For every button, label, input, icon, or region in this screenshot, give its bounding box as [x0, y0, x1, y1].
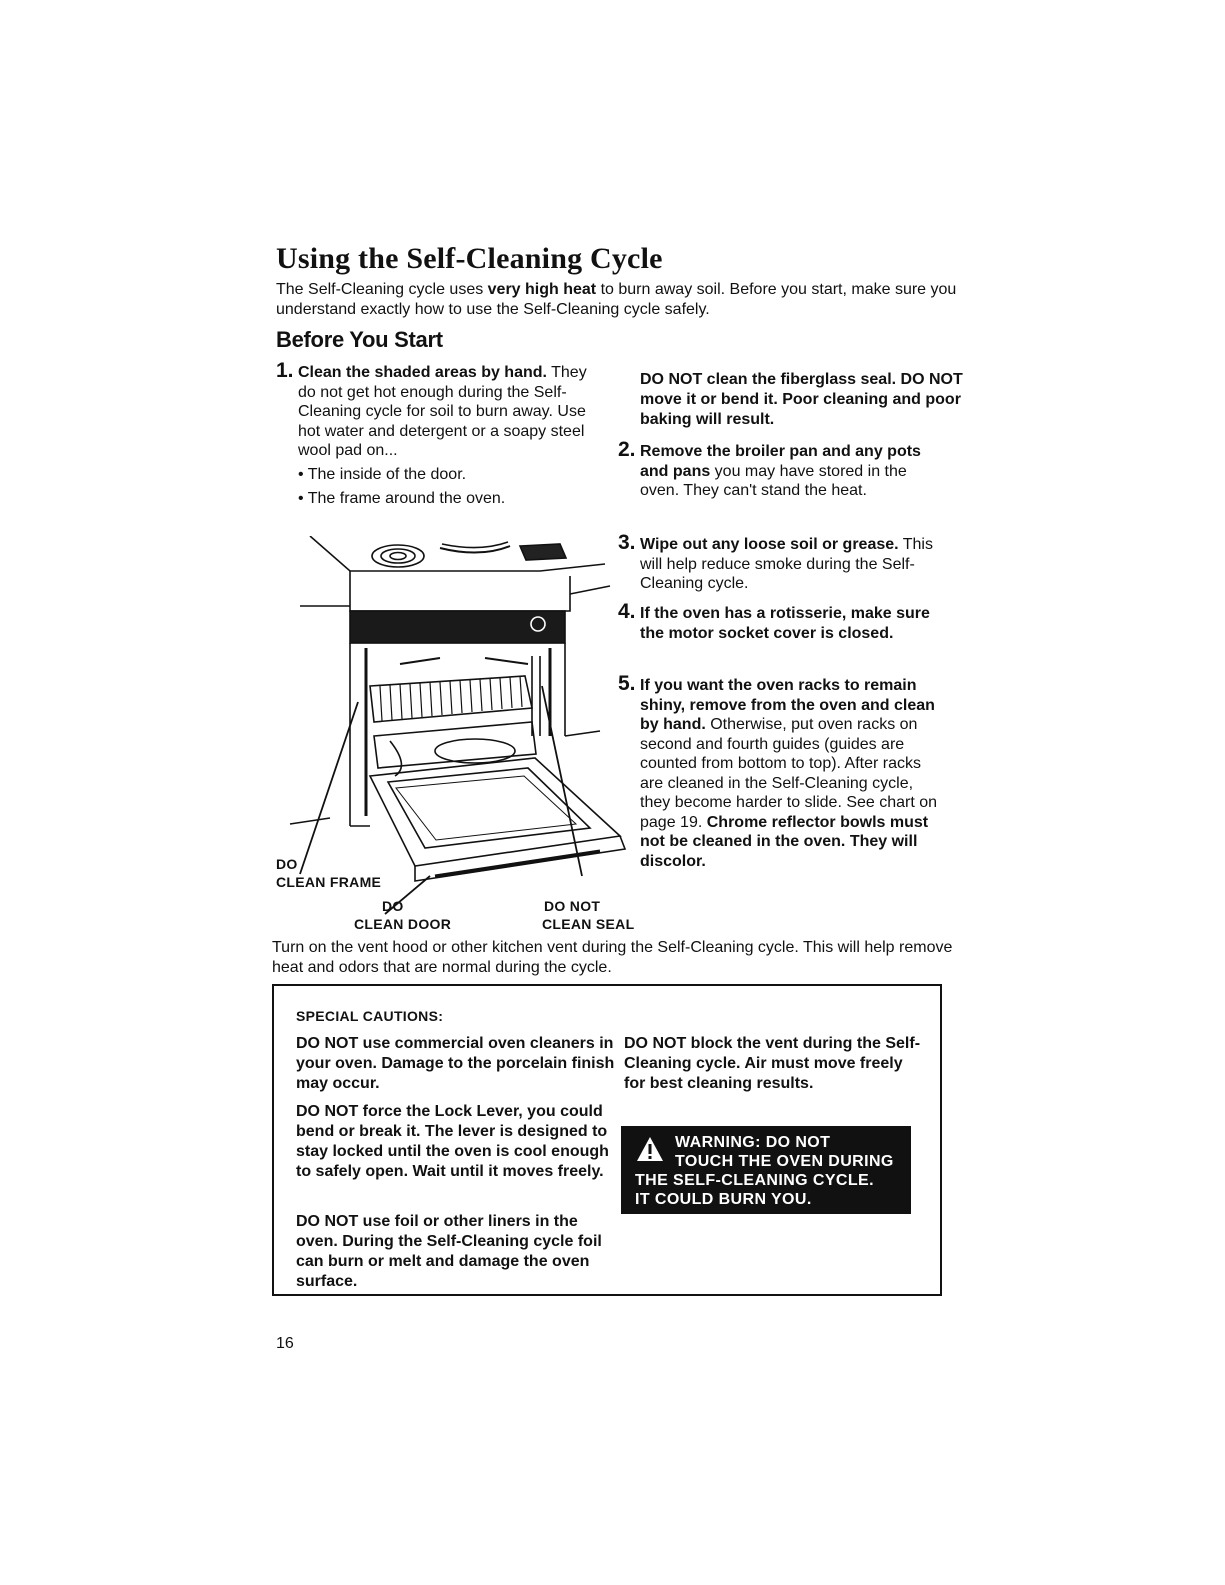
bullet-item: • The inside of the door. [298, 465, 467, 483]
label-door-do: DO [382, 898, 404, 914]
label-seal-donot: DO NOT [544, 898, 601, 914]
intro-bold: very high heat [487, 281, 597, 298]
control-panel [349, 610, 566, 644]
step-1: 1. Clean the shaded areas by hand. They … [276, 360, 608, 509]
burner-right [518, 543, 568, 561]
warning-line-4: IT COULD BURN YOU. [635, 1191, 812, 1208]
warning-line-1: WARNING: DO NOT [675, 1134, 831, 1151]
intro-paragraph: The Self-Cleaning cycle uses very high h… [276, 280, 966, 320]
step-5-text: Otherwise, put oven racks on second and … [640, 716, 938, 831]
oven-illustration: DO CLEAN FRAME DO CLEAN DOOR DO NOT CLEA… [270, 535, 640, 941]
step-1-heading: Clean the shaded areas by hand. [298, 364, 547, 381]
step-number: 2. [618, 438, 636, 461]
oven-door [368, 757, 622, 867]
label-frame-do: DO [276, 856, 298, 872]
step-2-heading: Remove the broiler pan and any pots and … [640, 443, 921, 480]
leader-frame [299, 701, 359, 875]
warning-box: WARNING: DO NOT TOUCH THE OVEN DURING TH… [621, 1126, 911, 1214]
step-number: 3. [618, 531, 636, 554]
step-3-heading: Wipe out any loose soil or grease. [640, 536, 899, 553]
caution-foil-liners: DO NOT use foil or other liners in the o… [296, 1213, 602, 1290]
caution-lock-lever: DO NOT force the Lock Lever, you could b… [296, 1103, 609, 1180]
page-number: 16 [276, 1335, 294, 1352]
step-number: 5. [618, 672, 636, 695]
step-5-heading: If you want the oven racks to remain shi… [640, 677, 935, 733]
burner-middle [439, 545, 511, 554]
door-handle [434, 849, 601, 878]
step-5: 5. If you want the oven racks to remain … [618, 673, 940, 871]
label-frame-text: CLEAN FRAME [276, 874, 382, 890]
intro-text-after: to burn away soil. Before you start, mak… [276, 281, 957, 318]
page-title: Using the Self-Cleaning Cycle [276, 242, 663, 275]
step-4-heading: If the oven has a rotisserie, make sure … [640, 605, 930, 642]
oven-drawing [289, 535, 627, 915]
warning-line-3: THE SELF-CLEANING CYCLE. [635, 1172, 874, 1189]
step-2: 2. Remove the broiler pan and any pots a… [618, 439, 950, 501]
step-number: 4. [618, 600, 636, 623]
special-cautions-box: SPECIAL CAUTIONS: DO NOT use commercial … [272, 984, 942, 1296]
step-3-text: This will help reduce smoke during the S… [640, 536, 933, 592]
section-heading: Before You Start [276, 327, 443, 352]
burner-left [371, 544, 425, 568]
step-4: 4. If the oven has a rotisserie, make su… [618, 601, 950, 643]
caution-commercial-cleaners: DO NOT use commercial oven cleaners in y… [296, 1035, 615, 1092]
step-number: 1. [276, 359, 294, 382]
cautions-title: SPECIAL CAUTIONS: [296, 1008, 444, 1024]
warning-line-2: TOUCH THE OVEN DURING [675, 1153, 894, 1170]
label-door-text: CLEAN DOOR [354, 916, 452, 932]
caution-vent: DO NOT block the vent during the Self-Cl… [624, 1035, 921, 1092]
step-3: 3. Wipe out any loose soil or grease. Th… [618, 532, 950, 594]
step-2-text: you may have stored in the oven. They ca… [640, 462, 907, 500]
step-5-chrome-note: Chrome reflector bowls must not be clean… [640, 813, 929, 870]
step-1-text: They do not get hot enough during the Se… [298, 364, 587, 459]
intro-text-before: The Self-Cleaning cycle uses [276, 281, 488, 298]
leader-door [384, 875, 431, 915]
vent-instruction: Turn on the vent hood or other kitchen v… [272, 939, 953, 976]
label-seal-text: CLEAN SEAL [542, 916, 635, 932]
leader-seal [541, 685, 583, 877]
seal-warning-note: DO NOT clean the fiberglass seal. DO NOT… [640, 371, 963, 428]
cooktop-edge [309, 535, 606, 572]
warning-triangle-icon [637, 1137, 663, 1161]
bullet-item: • The frame around the oven. [298, 489, 506, 507]
